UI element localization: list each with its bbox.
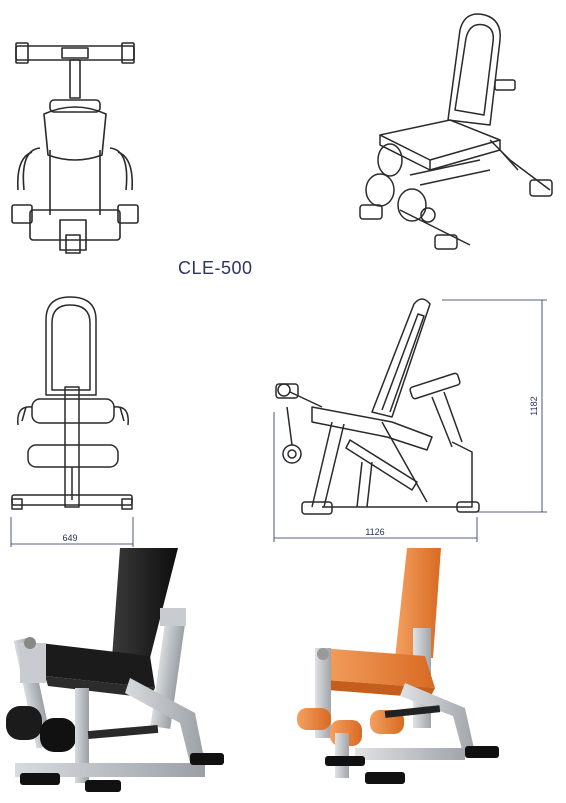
isometric-view-drawing [359,13,553,250]
product-image-orange [297,548,499,784]
product-image-black [6,548,224,792]
front-view-drawing: 649 [10,296,134,547]
top-view-drawing [11,42,139,254]
model-label: CLE-500 [178,258,253,278]
side-view-drawing: 1126 1182 [273,298,547,542]
height-dimension-label: 1182 [529,396,539,415]
width-dimension-label: 649 [62,533,77,543]
length-dimension-label: 1126 [365,527,384,537]
